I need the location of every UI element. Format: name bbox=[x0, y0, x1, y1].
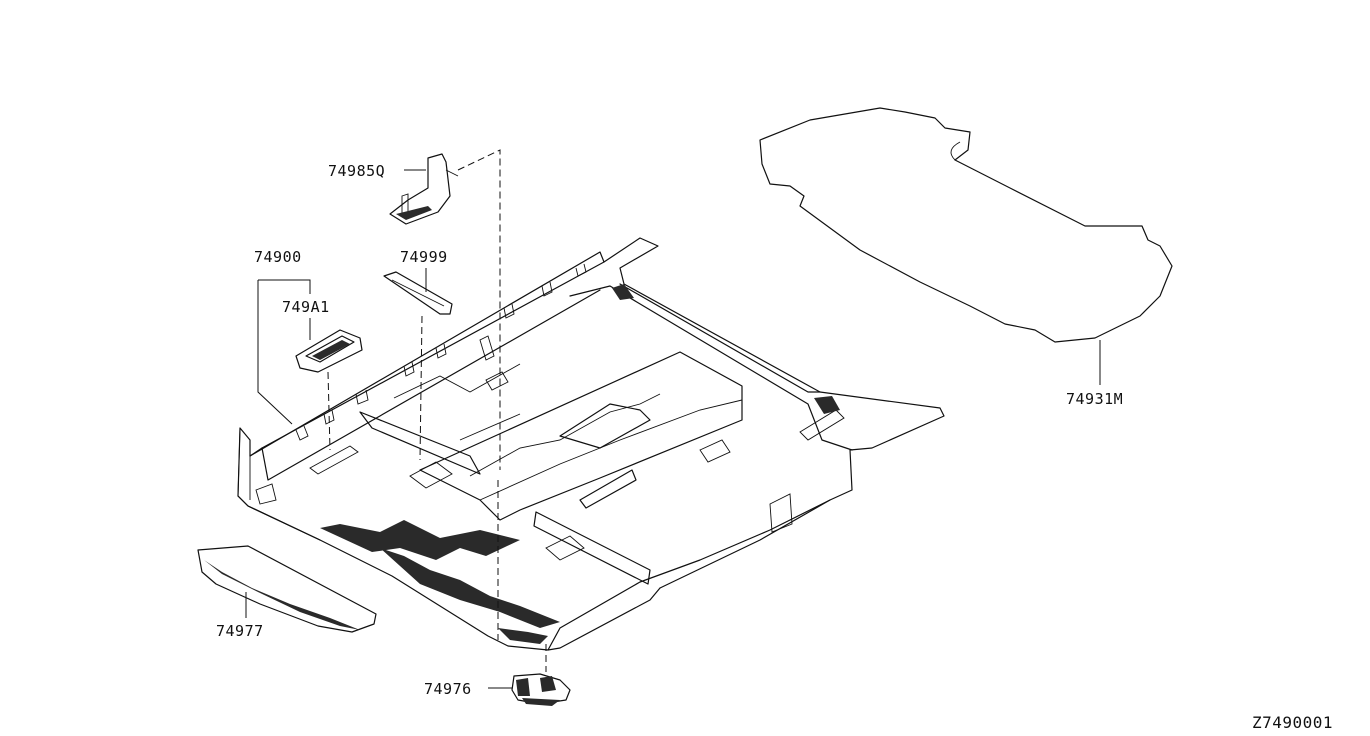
floor-carpet-74900 bbox=[237, 237, 945, 651]
part-label-74985q: 74985Q bbox=[328, 162, 385, 180]
clip-74976 bbox=[511, 673, 571, 706]
bracket-74985q bbox=[389, 153, 459, 225]
leader-lines bbox=[245, 169, 1101, 689]
strip-74999 bbox=[383, 271, 453, 315]
cargo-mat-74931m bbox=[759, 107, 1173, 343]
assembly-lines bbox=[327, 149, 547, 672]
part-label-74900: 74900 bbox=[254, 248, 302, 266]
grommet-749a1 bbox=[295, 329, 363, 373]
part-label-74977: 74977 bbox=[216, 622, 264, 640]
part-label-74976: 74976 bbox=[424, 680, 472, 698]
front-mat-74977 bbox=[197, 545, 377, 633]
diagram-id: Z7490001 bbox=[1252, 713, 1333, 732]
part-label-74999: 74999 bbox=[400, 248, 448, 266]
part-label-749a1: 749A1 bbox=[282, 298, 330, 316]
part-label-74931m: 74931M bbox=[1066, 390, 1123, 408]
